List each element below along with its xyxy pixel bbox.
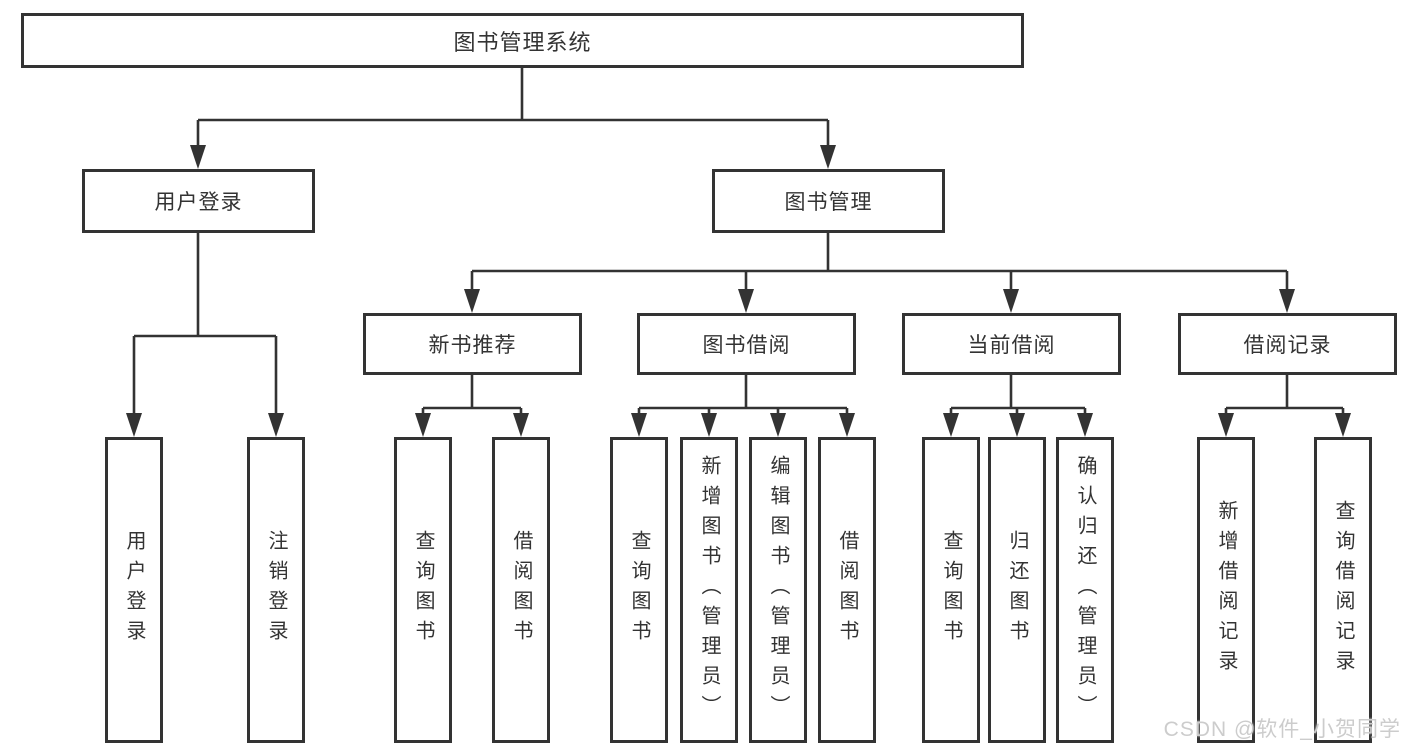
leaf-return-books: 归还图书 [988,437,1046,743]
node-label: 查询图书 [628,530,650,650]
leaf-add-books-admin: 新增图书（管理员） [680,437,738,743]
node-label: 用户登录 [123,530,145,650]
leaf-borrow-books: 借阅图书 [818,437,876,743]
node-user-login-branch: 用户登录 [82,169,315,233]
node-label: 新增借阅记录 [1215,500,1237,680]
node-label: 借阅图书 [510,530,532,650]
csdn-watermark: CSDN @软件_小贺同学 [1163,718,1401,741]
node-label: 查询图书 [412,530,434,650]
leaf-query-books-recommend: 查询图书 [394,437,452,743]
node-label: 当前借阅 [967,334,1056,357]
leaf-borrow-books-recommend: 借阅图书 [492,437,550,743]
node-label: 归还图书 [1006,530,1028,650]
node-label: 图书借阅 [702,334,791,357]
leaf-query-books-current: 查询图书 [922,437,980,743]
leaf-query-borrow-record: 查询借阅记录 [1314,437,1372,743]
leaf-confirm-return-admin: 确认归还（管理员） [1056,437,1114,743]
node-book-management-branch: 图书管理 [712,169,945,233]
arrowheads [126,145,1351,437]
node-label: 注销登录 [265,530,287,650]
node-new-book-recommend: 新书推荐 [363,313,582,375]
leaf-edit-books-admin: 编辑图书（管理员） [749,437,807,743]
node-label: 新增图书（管理员） [698,455,720,725]
node-label: 查询借阅记录 [1332,500,1354,680]
node-label: 用户登录 [154,191,243,214]
node-library-management-system: 图书管理系统 [21,13,1024,68]
node-label: 编辑图书（管理员） [767,455,789,725]
node-label: 新书推荐 [428,334,517,357]
node-label: 查询图书 [940,530,962,650]
node-current-borrowing: 当前借阅 [902,313,1121,375]
node-label: 借阅记录 [1243,334,1332,357]
node-borrowing-records: 借阅记录 [1178,313,1397,375]
leaf-user-login: 用户登录 [105,437,163,743]
node-label: 图书管理 [784,191,873,214]
node-label: 借阅图书 [836,530,858,650]
leaf-logout: 注销登录 [247,437,305,743]
leaf-query-books-borrowing: 查询图书 [610,437,668,743]
node-book-borrowing: 图书借阅 [637,313,856,375]
node-label: 确认归还（管理员） [1074,455,1096,725]
leaf-add-borrow-record: 新增借阅记录 [1197,437,1255,743]
node-label: 图书管理系统 [453,29,592,55]
